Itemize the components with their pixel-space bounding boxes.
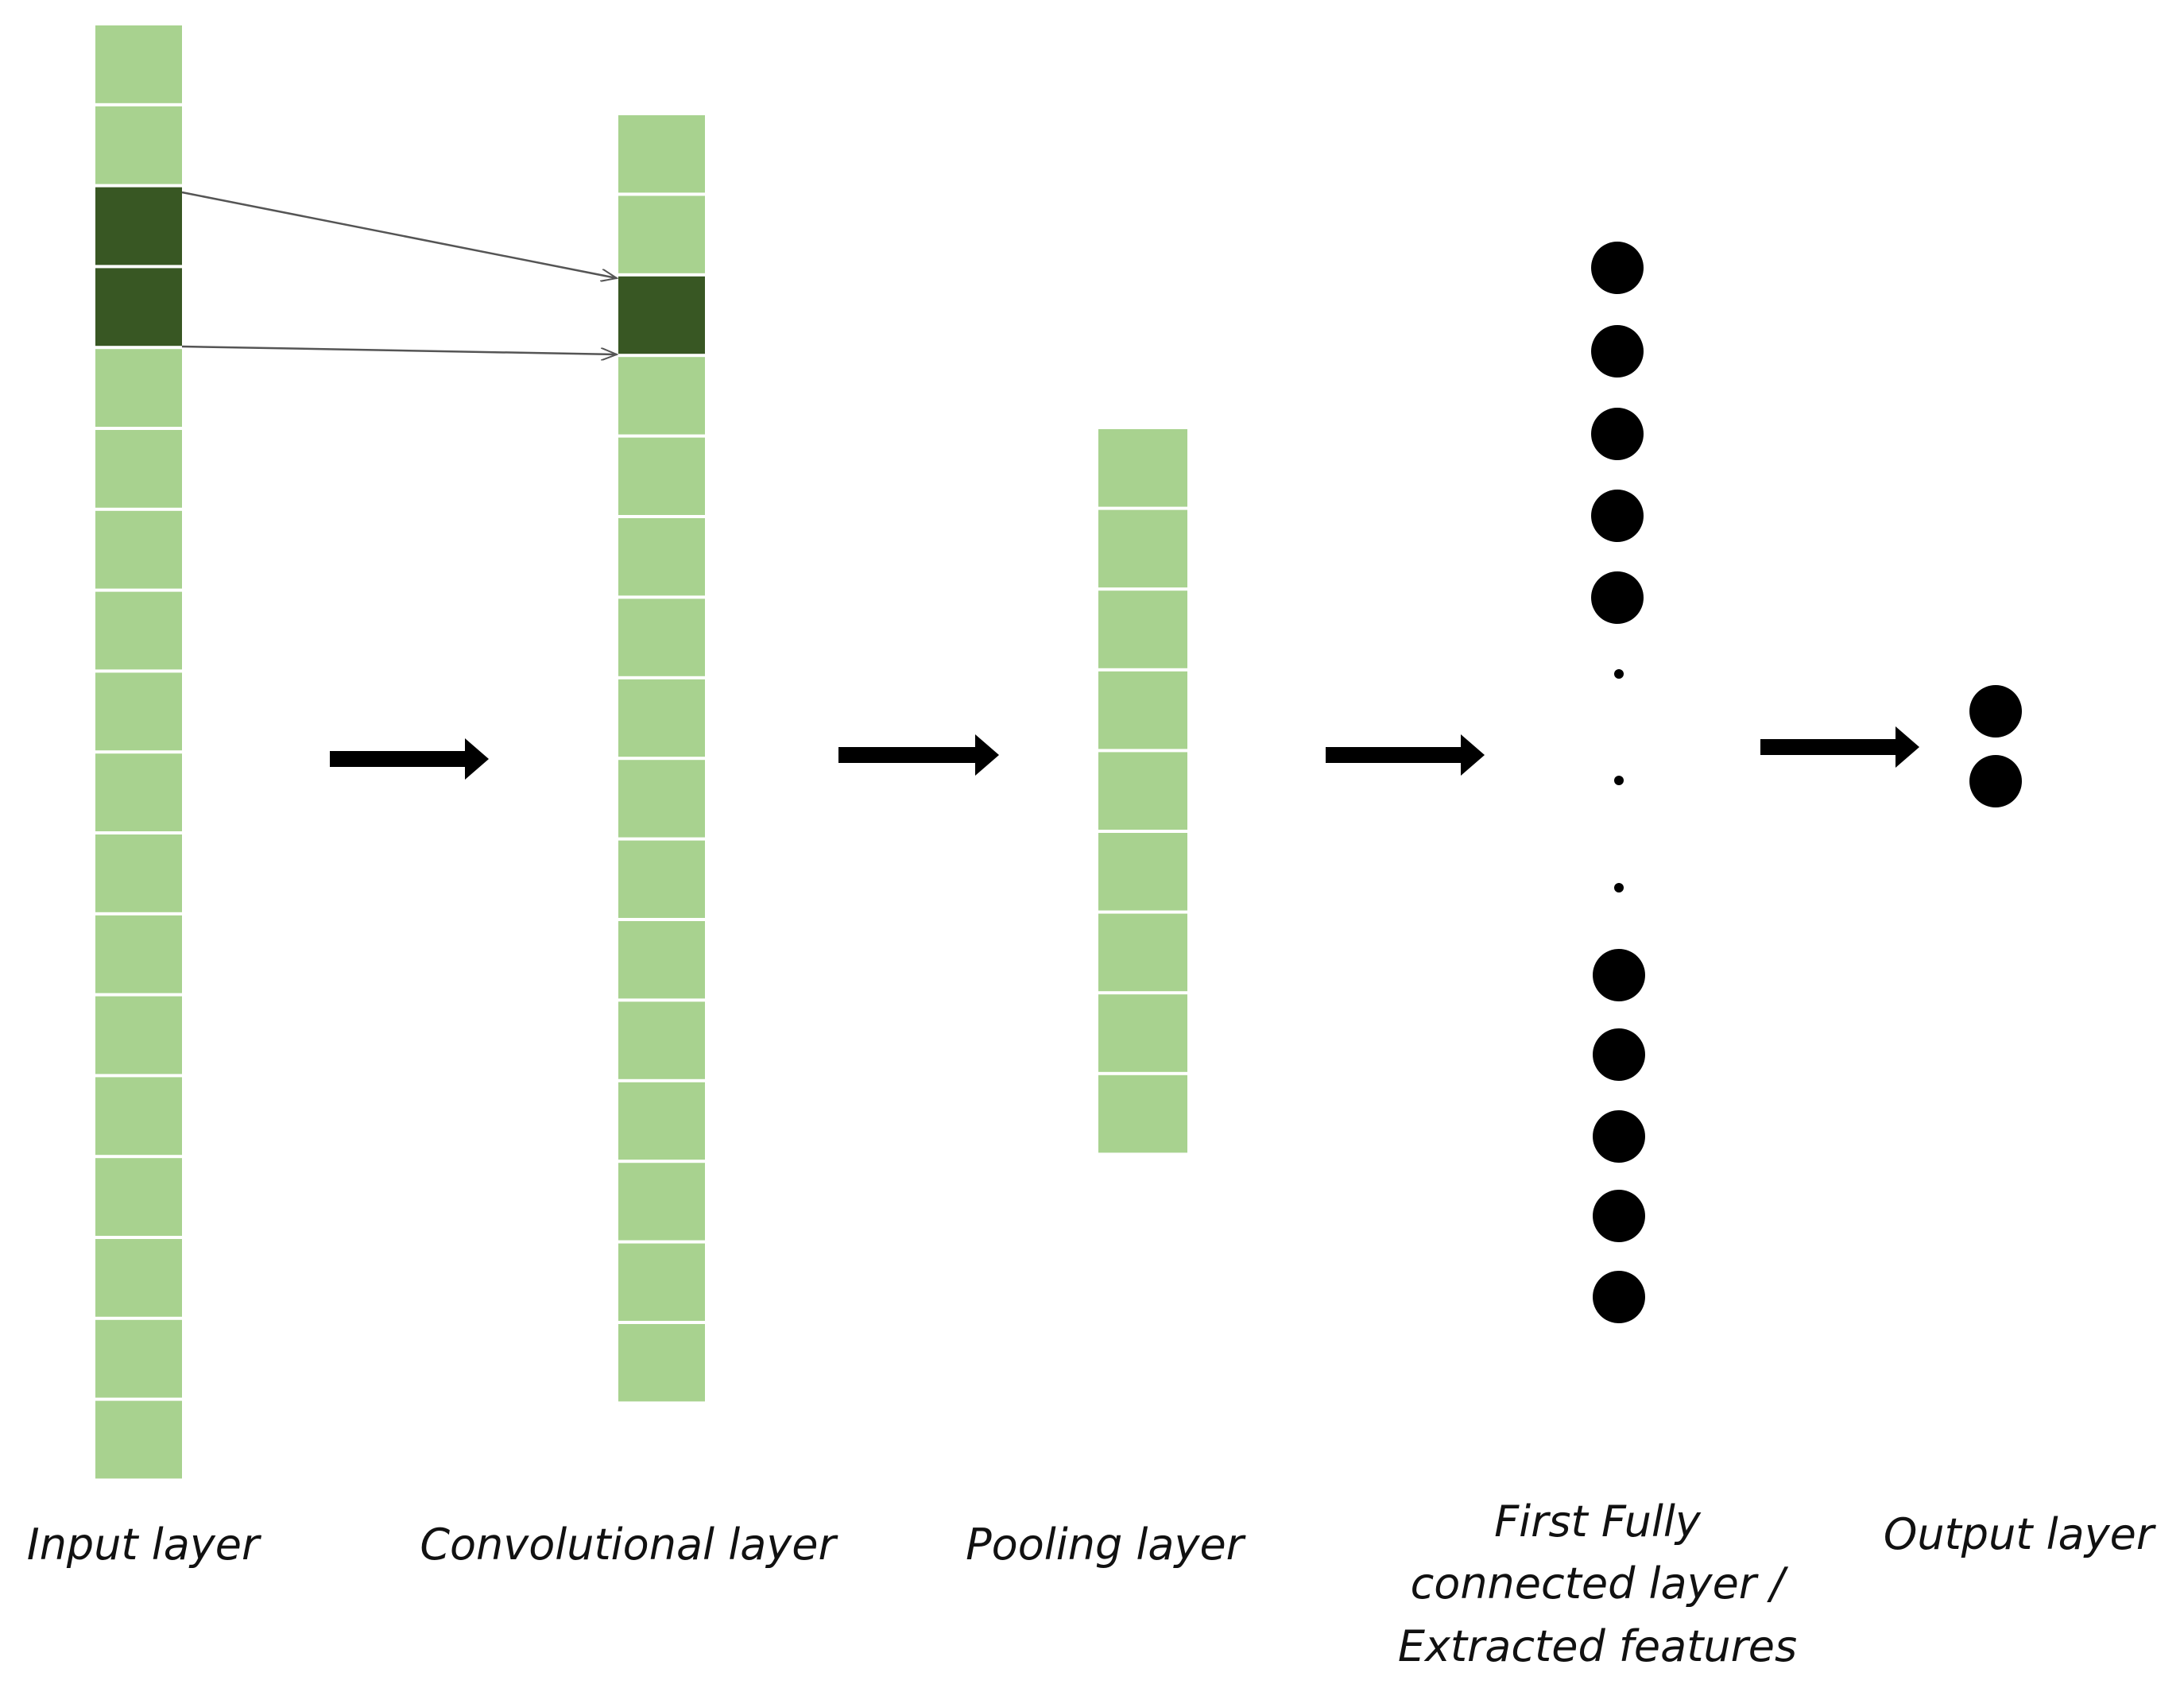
input-layer-cell <box>95 672 182 751</box>
pooling-layer-cell <box>1098 994 1187 1072</box>
input-layer-cell <box>95 1319 182 1398</box>
fc-node <box>1591 408 1644 460</box>
fc-node <box>1591 242 1644 294</box>
input-layer-cell <box>95 1239 182 1317</box>
input-layer-cell <box>95 25 182 103</box>
pooling-layer-cell <box>1098 1074 1187 1153</box>
convolutional-layer-cell <box>618 1163 705 1241</box>
input-layer-cell <box>95 1400 182 1479</box>
convolutional-layer-cell <box>618 196 705 273</box>
flow-arrow <box>330 738 489 780</box>
receptive-field-connector <box>181 191 617 278</box>
flow-arrow <box>1326 734 1485 776</box>
convolutional-layer-cell <box>618 437 705 515</box>
flow-arrow <box>1760 726 1919 768</box>
fc-node <box>1591 490 1644 542</box>
pooling-layer-cell <box>1098 913 1187 992</box>
pooling-layer-cell <box>1098 590 1187 668</box>
fc-node <box>1593 1110 1645 1163</box>
fc-label-line-3: Extracted features <box>1397 1620 1798 1671</box>
convolutional-layer-column <box>618 115 705 1402</box>
pooling-layer-label: Pooling layer <box>966 1520 1244 1570</box>
convolutional-layer-cell <box>618 115 705 193</box>
pooling-layer-cell <box>1098 752 1187 830</box>
convolutional-layer-cell <box>618 598 705 676</box>
convolutional-layer-cell <box>618 679 705 757</box>
fc-node <box>1593 1190 1645 1242</box>
convolutional-layer-cell <box>618 921 705 999</box>
fully-connected-layer-label: First Fully connected layer / Extracted … <box>1351 1491 1844 1678</box>
flow-arrows <box>330 726 1919 780</box>
input-layer-cell <box>95 268 182 347</box>
fc-node <box>1593 949 1645 1001</box>
convolutional-layer-cell <box>618 357 705 435</box>
pooling-layer-cell <box>1098 429 1187 507</box>
output-nodes <box>1969 685 2022 807</box>
input-layer-column <box>95 25 182 1479</box>
convolutional-layer-cell <box>618 276 705 354</box>
convolutional-layer-cell <box>618 518 705 596</box>
output-node <box>1969 685 2022 738</box>
fc-node <box>1591 571 1644 624</box>
convolutional-layer-cell <box>618 1243 705 1321</box>
pooling-layer-cell <box>1098 671 1187 749</box>
pooling-layer-cell <box>1098 509 1187 588</box>
fc-node <box>1593 1028 1645 1081</box>
input-layer-cell <box>95 591 182 670</box>
pooling-layer-column <box>1098 429 1187 1153</box>
output-node <box>1969 755 2022 807</box>
input-layer-cell <box>95 187 182 265</box>
input-layer-cell <box>95 510 182 589</box>
ellipsis-dot <box>1614 776 1624 785</box>
convolutional-layer-cell <box>618 840 705 918</box>
convolutional-layer-cell <box>618 760 705 838</box>
convolutional-layer-label: Convolutional layer <box>420 1520 836 1570</box>
fc-node <box>1591 325 1644 378</box>
input-layer-cell <box>95 996 182 1074</box>
pooling-layer-cell <box>1098 833 1187 911</box>
input-layer-cell <box>95 1077 182 1156</box>
input-layer-cell <box>95 349 182 427</box>
fc-node <box>1593 1271 1645 1323</box>
input-layer-cell <box>95 106 182 184</box>
receptive-field-connector <box>181 345 617 354</box>
input-layer-label: Input layer <box>26 1520 260 1570</box>
input-layer-cell <box>95 834 182 912</box>
fully-connected-nodes <box>1591 242 1645 1323</box>
convolutional-layer-cell <box>618 1001 705 1079</box>
input-layer-cell <box>95 430 182 508</box>
input-layer-cell <box>95 1158 182 1236</box>
input-layer-cell <box>95 753 182 831</box>
fc-label-line-1: First Fully <box>1494 1496 1701 1547</box>
fc-label-line-2: connected layer / <box>1410 1558 1785 1609</box>
receptive-field-connectors <box>181 191 617 354</box>
ellipsis-dot <box>1614 883 1624 892</box>
convolutional-layer-cell <box>618 1324 705 1402</box>
ellipsis-dot <box>1614 669 1624 679</box>
output-layer-label: Output layer <box>1883 1509 2155 1559</box>
convolutional-layer-cell <box>618 1082 705 1160</box>
input-layer-cell <box>95 915 182 993</box>
flow-arrow <box>838 734 999 776</box>
